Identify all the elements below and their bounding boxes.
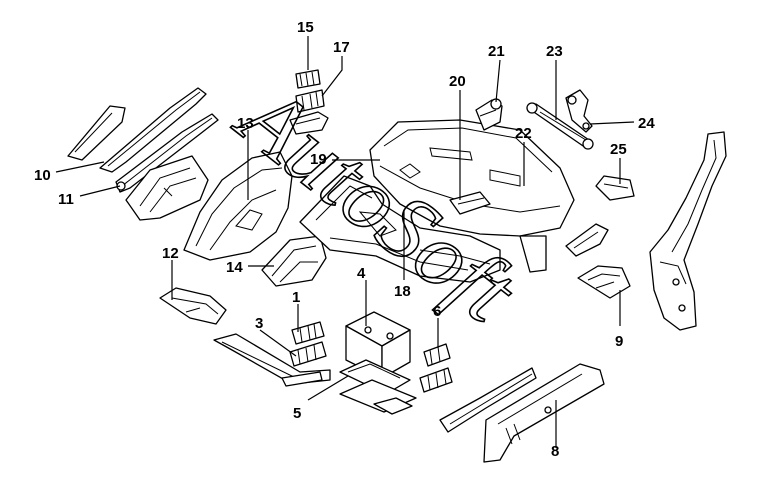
callout-20: 20 bbox=[449, 73, 466, 90]
part-floor-strip-left bbox=[213, 333, 331, 387]
part-8-floor-rail bbox=[439, 363, 605, 463]
callout-12: 12 bbox=[162, 245, 179, 262]
callout-22: 22 bbox=[515, 125, 532, 142]
part-11-rail bbox=[115, 113, 219, 193]
part-23-linkage bbox=[526, 102, 594, 150]
callout-3: 3 bbox=[255, 315, 263, 332]
leader-lines bbox=[55, 36, 635, 448]
part-5-battery-tray bbox=[339, 359, 417, 415]
part-13-wheel-housing bbox=[183, 151, 293, 261]
callout-25: 25 bbox=[610, 141, 627, 158]
part-1-block bbox=[291, 321, 325, 345]
part-18-front-floor bbox=[299, 175, 501, 283]
part-12-bracket bbox=[159, 287, 227, 325]
callout-11: 11 bbox=[58, 191, 74, 208]
part-14-bracket bbox=[261, 235, 327, 287]
part-a-pillar bbox=[649, 131, 727, 331]
part-small-bracket-right bbox=[565, 223, 609, 257]
callout-13: 13 bbox=[237, 115, 254, 132]
callout-19: 19 bbox=[310, 151, 327, 168]
part-6-block bbox=[419, 343, 453, 393]
callouts: 15 17 21 23 20 24 22 13 19 25 10 11 12 1… bbox=[34, 19, 655, 460]
callout-9: 9 bbox=[615, 333, 623, 350]
part-3-block bbox=[289, 341, 327, 367]
callout-10: 10 bbox=[34, 167, 51, 184]
callout-21: 21 bbox=[488, 43, 505, 60]
callout-24: 24 bbox=[638, 115, 655, 132]
part-15-block bbox=[295, 69, 321, 89]
callout-4: 4 bbox=[357, 265, 366, 282]
callout-14: 14 bbox=[226, 259, 243, 276]
part-10-rail bbox=[67, 87, 207, 173]
part-9-bracket bbox=[577, 265, 631, 299]
callout-6: 6 bbox=[433, 303, 441, 320]
part-19-bulkhead bbox=[369, 119, 575, 273]
callout-8: 8 bbox=[551, 443, 559, 460]
callout-1: 1 bbox=[292, 289, 300, 306]
part-17-block bbox=[289, 89, 329, 135]
callout-5: 5 bbox=[293, 405, 301, 422]
part-25-bracket bbox=[595, 175, 635, 201]
callout-18: 18 bbox=[394, 283, 411, 300]
part-21-wiper-motor bbox=[475, 98, 503, 131]
callout-15: 15 bbox=[297, 19, 314, 36]
part-inner-panel-left bbox=[125, 155, 209, 221]
callout-23: 23 bbox=[546, 43, 563, 60]
callout-17: 17 bbox=[333, 39, 350, 56]
part-24-linkage-bracket bbox=[565, 89, 593, 133]
